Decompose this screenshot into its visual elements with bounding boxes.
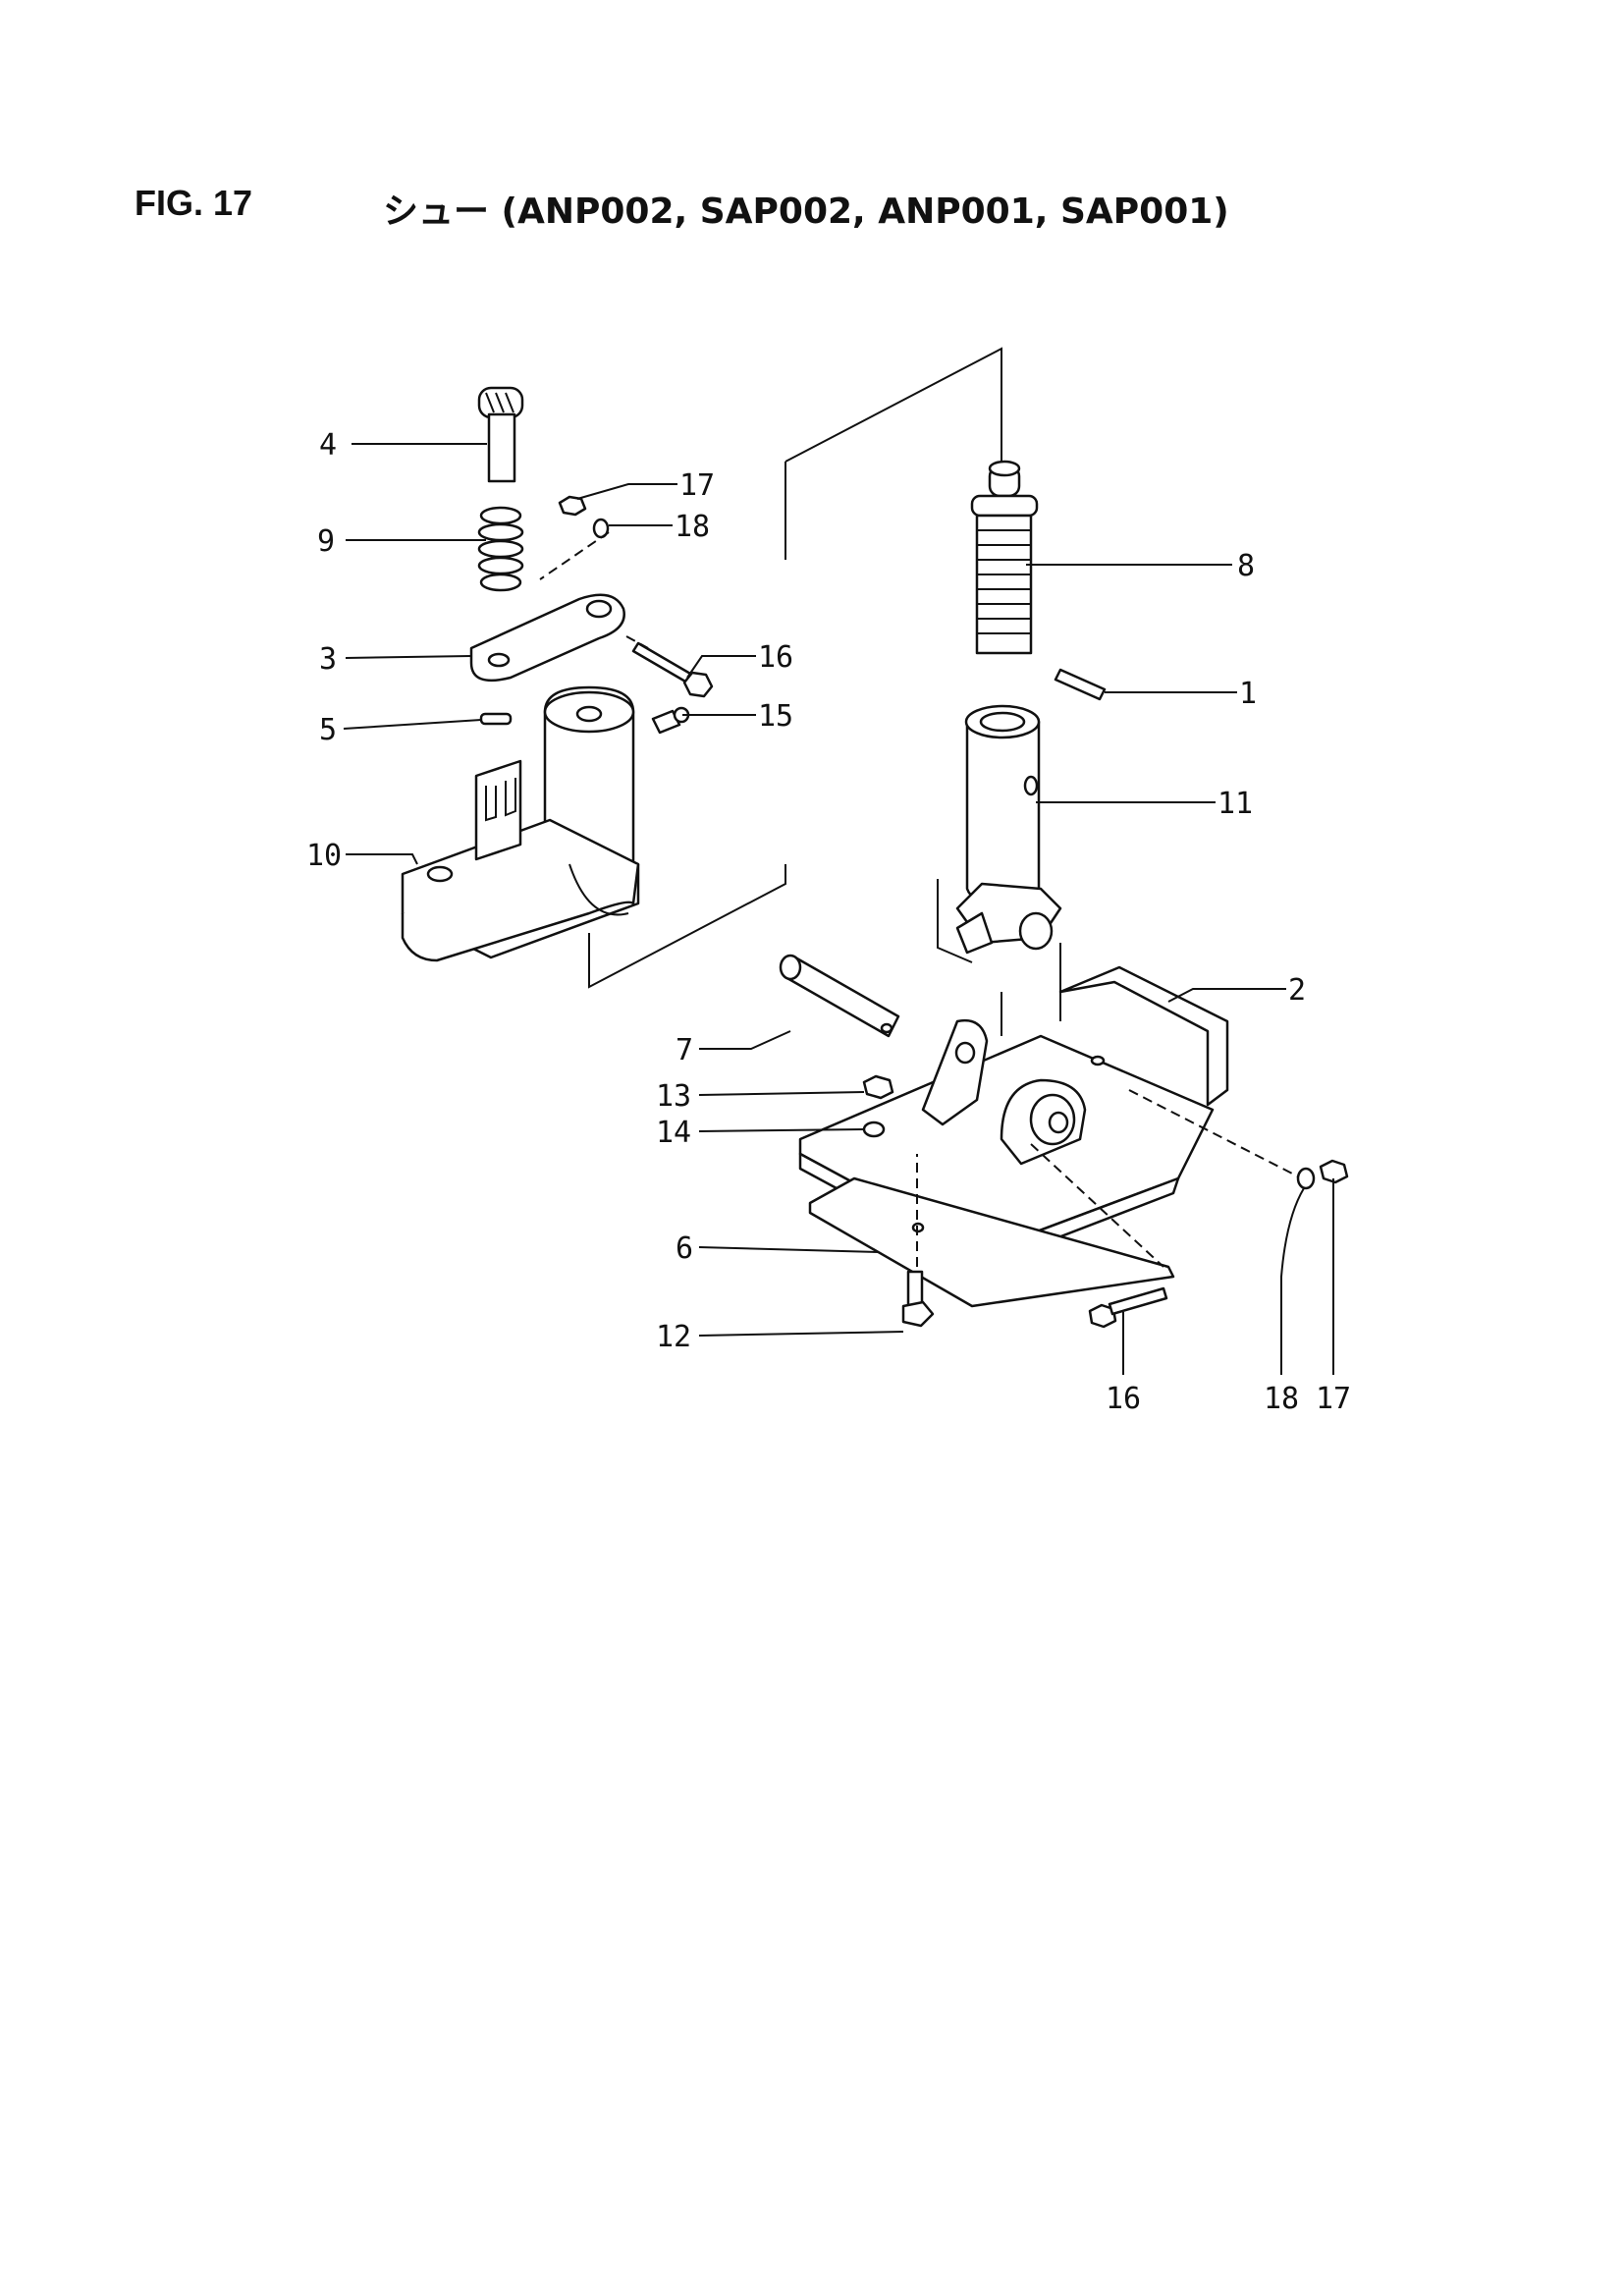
- part-5-pin: [479, 712, 513, 726]
- part-2-bracket-ears: [921, 1018, 1087, 1166]
- figure-number: FIG. 17: [135, 183, 253, 223]
- part-7-shaft: [779, 954, 900, 1038]
- assembly-outline: [588, 347, 1002, 989]
- callout-13: 13: [656, 1079, 691, 1114]
- part-9-spring: [477, 506, 524, 592]
- callout-4: 4: [319, 428, 337, 463]
- part-17-nut-top: [558, 495, 587, 517]
- callout-6: 6: [676, 1231, 693, 1266]
- callout-2: 2: [1288, 973, 1306, 1008]
- callout-10: 10: [306, 839, 342, 873]
- callout-16-upper: 16: [758, 640, 793, 675]
- part-10-holder: [401, 685, 640, 962]
- callout-1: 1: [1239, 677, 1257, 711]
- part-14-washer: [862, 1121, 886, 1138]
- callout-18-top: 18: [675, 510, 710, 544]
- part-15-grease-nipple: [651, 706, 690, 735]
- part-11-column: [937, 704, 1062, 1036]
- part-8-threaded-rod: [970, 460, 1039, 655]
- callouts: 4 9 3 5 10 17 18 16 15 8 1 11 2 7 13 14 …: [306, 428, 1351, 1416]
- part-4-knurled-pin: [477, 386, 524, 483]
- callout-12: 12: [656, 1320, 691, 1354]
- part-17-nut-right: [1319, 1159, 1349, 1184]
- part-3-lever: [469, 593, 649, 683]
- part-12-bolt: [901, 1154, 935, 1328]
- callout-16-lower: 16: [1106, 1382, 1141, 1416]
- callout-18-right: 18: [1264, 1382, 1299, 1416]
- callout-14: 14: [656, 1116, 691, 1150]
- callout-9: 9: [317, 524, 335, 559]
- part-13-nut: [862, 1074, 894, 1100]
- part-16-bolt-lower: [1030, 1143, 1168, 1329]
- axis-line-right: [1128, 1089, 1299, 1177]
- callout-8: 8: [1237, 549, 1255, 583]
- axis-line-top: [539, 531, 610, 580]
- part-1-roll-pin: [1054, 668, 1107, 701]
- leader-lines: [343, 443, 1334, 1375]
- callout-17-right: 17: [1316, 1382, 1351, 1416]
- callout-15: 15: [758, 699, 793, 734]
- callout-17-top: 17: [679, 468, 715, 503]
- part-18-washer-right: [1296, 1167, 1316, 1190]
- callout-3: 3: [319, 642, 337, 677]
- figure-title: シュー (ANP002, SAP002, ANP001, SAP001): [383, 191, 1229, 232]
- callout-7: 7: [676, 1033, 693, 1067]
- part-16-bolt-upper: [631, 641, 714, 698]
- callout-11: 11: [1217, 787, 1253, 821]
- callout-5: 5: [319, 713, 337, 747]
